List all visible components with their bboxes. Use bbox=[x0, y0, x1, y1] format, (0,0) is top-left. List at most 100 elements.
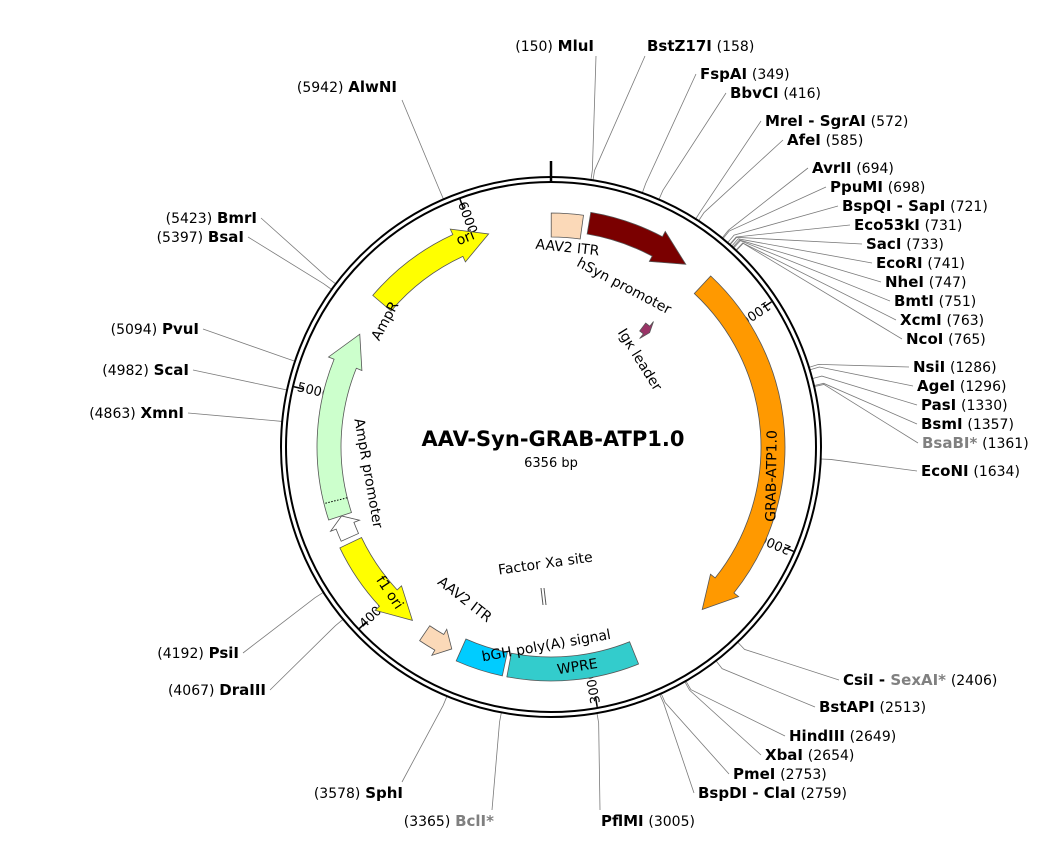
feature-label: AAV2 ITR bbox=[535, 237, 601, 260]
site-name: BsaI bbox=[208, 228, 244, 246]
site-separator: - bbox=[874, 671, 891, 689]
site-position: (751) bbox=[939, 294, 977, 310]
tick-mark bbox=[594, 696, 598, 708]
site-connector bbox=[733, 240, 891, 302]
site-label: BstZ17I (158) bbox=[647, 37, 754, 55]
site-connector bbox=[732, 239, 882, 283]
site-label: (3365) BclI* bbox=[404, 812, 494, 830]
site-position: (4863) bbox=[89, 406, 136, 422]
site-label: EcoRI (741) bbox=[876, 254, 965, 272]
site-label: NcoI (765) bbox=[906, 330, 986, 348]
site-connector bbox=[269, 618, 344, 691]
site-position: (158) bbox=[717, 39, 755, 55]
feature-label: AmpR promoter bbox=[350, 417, 385, 530]
site-position: (698) bbox=[888, 180, 926, 196]
site-name: EcoRI bbox=[876, 254, 923, 272]
site-name: AvrII bbox=[812, 159, 851, 177]
site-name: NheI bbox=[885, 273, 924, 291]
site-position: (1286) bbox=[950, 360, 997, 376]
site-position: (2513) bbox=[880, 700, 927, 716]
site-label: (150) MluI bbox=[515, 37, 594, 55]
site-connector bbox=[641, 73, 697, 194]
feature-label: Igκ leader bbox=[614, 326, 665, 394]
site-position: (2649) bbox=[850, 729, 897, 745]
feature-bgh-polya bbox=[455, 638, 508, 677]
site-position: (4192) bbox=[157, 646, 204, 662]
feature-aav2-itr-right bbox=[419, 625, 453, 657]
feature-igk-leader bbox=[639, 321, 654, 339]
feature-label: GRAB-ATP1.0 bbox=[763, 430, 781, 522]
site-label: AfeI (585) bbox=[787, 131, 863, 149]
site-label: (4192) PsiI bbox=[157, 644, 239, 662]
feature-ampr bbox=[316, 333, 363, 521]
site-name: ScaI bbox=[154, 361, 189, 379]
feature-label: WPRE bbox=[556, 656, 599, 678]
site-label: PasI (1330) bbox=[921, 396, 1008, 414]
site-position: (1296) bbox=[960, 379, 1007, 395]
site-name: XmnI bbox=[141, 404, 184, 422]
site-label: (3578) SphI bbox=[314, 784, 403, 802]
site-position: (1361) bbox=[982, 436, 1029, 452]
site-label: BmtI (751) bbox=[894, 292, 976, 310]
site-name: MreI - SgrAI bbox=[765, 112, 866, 130]
site-position: (741) bbox=[927, 256, 965, 272]
site-name: XbaI bbox=[765, 746, 803, 764]
site-connector bbox=[658, 92, 727, 200]
site-connector bbox=[695, 120, 762, 220]
site-label: BspQI - SapI (721) bbox=[842, 197, 988, 215]
site-label: (5942) AlwNI bbox=[297, 78, 397, 96]
site-name: BspDI - ClaI bbox=[698, 784, 796, 802]
site-name: BbvCI bbox=[730, 84, 779, 102]
site-label: Eco53kI (731) bbox=[854, 216, 962, 234]
site-name: BsaBI* bbox=[922, 434, 977, 452]
site-connector bbox=[814, 383, 919, 444]
site-position: (765) bbox=[948, 332, 986, 348]
site-label: BstAPI (2513) bbox=[819, 698, 926, 716]
site-position: (1330) bbox=[961, 398, 1008, 414]
site-connector bbox=[260, 217, 337, 285]
feature-wpre bbox=[506, 641, 640, 682]
site-name: BmtI bbox=[894, 292, 934, 310]
tick-mark bbox=[784, 546, 794, 553]
plasmid-size: 6356 bp bbox=[524, 456, 578, 471]
site-position: (2759) bbox=[800, 786, 847, 802]
site-position: (763) bbox=[946, 313, 984, 329]
site-position: (1634) bbox=[973, 464, 1020, 480]
site-position: (4982) bbox=[102, 363, 149, 379]
feature-label: Factor Xa site bbox=[497, 549, 594, 578]
site-label: BspDI - ClaI (2759) bbox=[698, 784, 847, 802]
site-name: PvuI bbox=[162, 320, 199, 338]
feature-label: AmpR bbox=[369, 299, 403, 344]
site-connector bbox=[590, 55, 597, 181]
site-position: (5094) bbox=[111, 322, 158, 338]
site-connector bbox=[685, 680, 786, 737]
backbone-ring bbox=[280, 161, 822, 718]
site-connector bbox=[715, 660, 816, 708]
site-connector bbox=[192, 369, 288, 391]
factor-xa-mark bbox=[540, 587, 544, 606]
site-name: NcoI bbox=[906, 330, 943, 348]
site-connector bbox=[729, 224, 851, 245]
site-name: BstZ17I bbox=[647, 37, 712, 55]
site-label: BsmI (1357) bbox=[921, 415, 1014, 433]
site-connector bbox=[735, 242, 897, 321]
site-position: (747) bbox=[929, 275, 967, 291]
site-position: (694) bbox=[856, 161, 894, 177]
site-name: BstAPI bbox=[819, 698, 875, 716]
tick-mark bbox=[762, 301, 772, 308]
site-connector bbox=[721, 167, 809, 239]
site-position: (3365) bbox=[404, 814, 451, 830]
site-label: NheI (747) bbox=[885, 273, 966, 291]
site-connector bbox=[727, 205, 839, 243]
site-name: AfeI bbox=[787, 131, 821, 149]
site-label: PpuMI (698) bbox=[830, 178, 925, 196]
tick-mark bbox=[293, 385, 304, 390]
site-name: SphI bbox=[365, 784, 403, 802]
factor-xa-mark bbox=[543, 587, 547, 606]
ampr-start-mark bbox=[323, 497, 348, 505]
site-label: (4982) ScaI bbox=[102, 361, 189, 379]
site-position: (349) bbox=[752, 67, 790, 83]
site-name: CsiI bbox=[843, 671, 874, 689]
site-name: PflMI bbox=[601, 812, 644, 830]
